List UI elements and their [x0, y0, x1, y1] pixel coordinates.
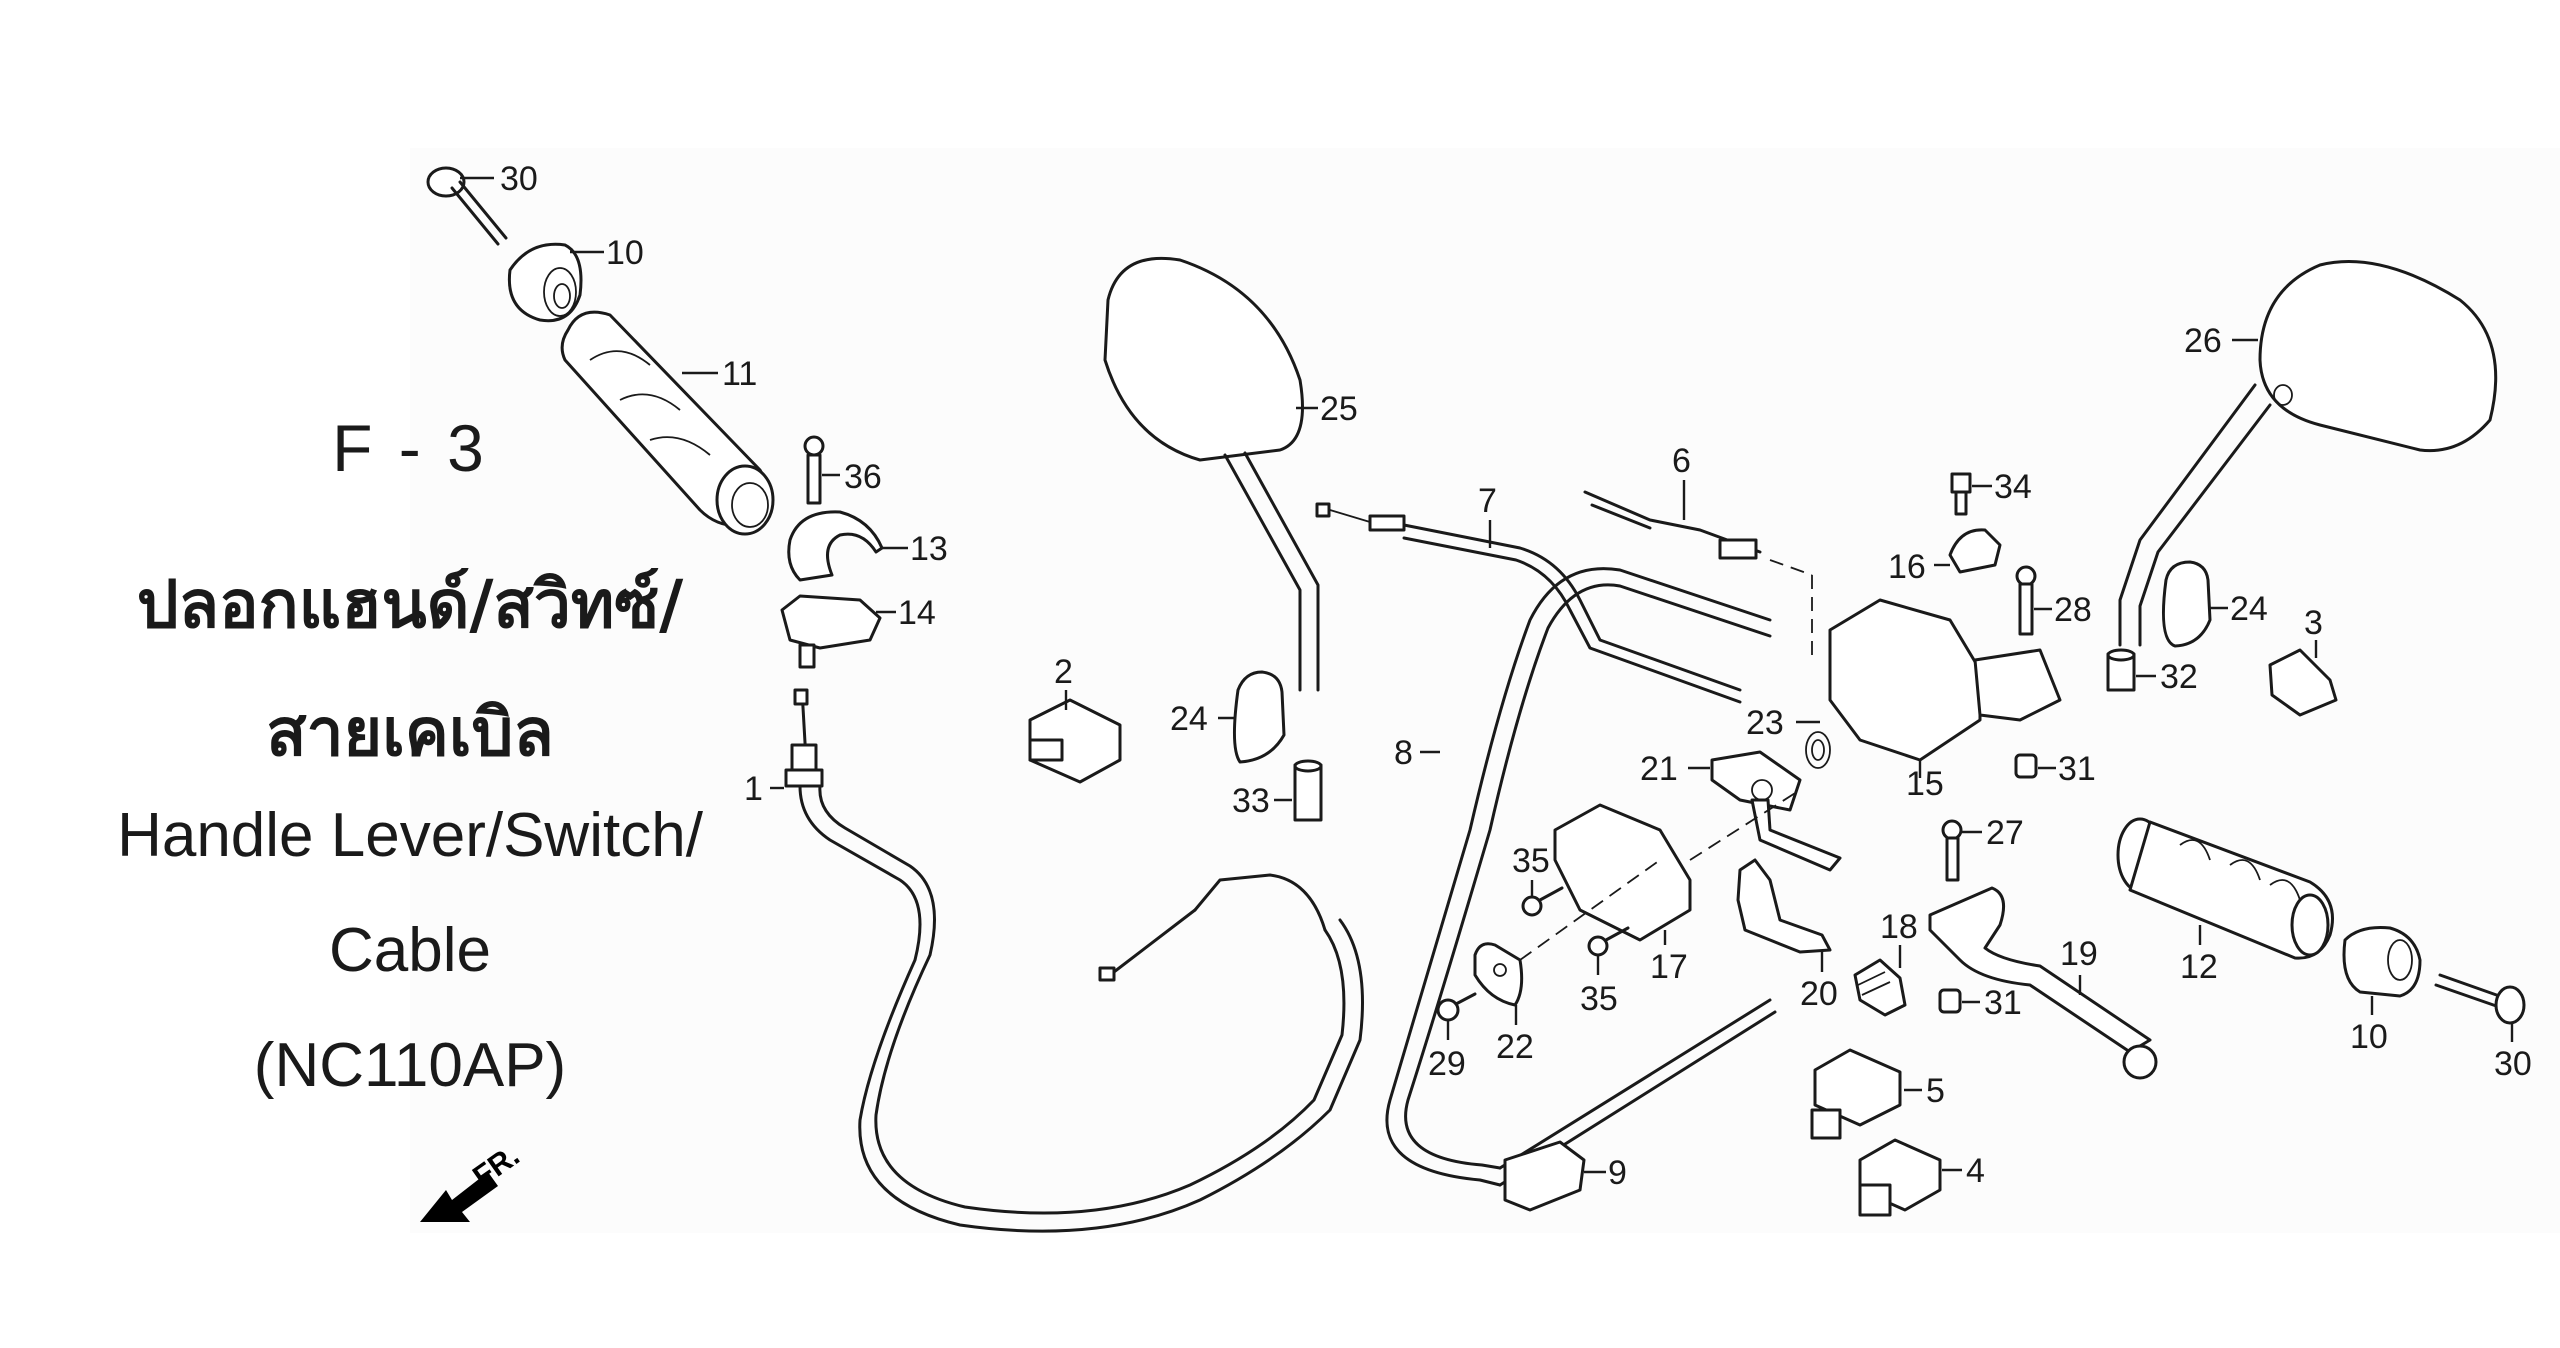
callout-23: 23	[1746, 704, 1784, 742]
part-35-screw-lower[interactable]: 35	[1580, 926, 1630, 1018]
part-15-lever-bracket[interactable]: 15	[1828, 598, 2062, 803]
callout-4: 4	[1966, 1152, 1985, 1190]
callout-17: 17	[1650, 948, 1688, 986]
title-thai-line1: ปลอกแฮนด์/สวิทซ์/	[136, 566, 684, 643]
callout-29: 29	[1428, 1045, 1466, 1083]
part-17-plate[interactable]: 17	[1553, 803, 1692, 986]
part-10-handle-weight-left[interactable]: 10	[507, 234, 644, 323]
part-32-nut[interactable]: 32	[2106, 648, 2198, 696]
part-5-switch[interactable]: 5	[1810, 1048, 1945, 1140]
model-code: (NC110AP)	[253, 1031, 567, 1100]
part-7-cable[interactable]: 7	[1315, 482, 1742, 704]
part-19-lever[interactable]: 19	[1928, 886, 2158, 1080]
callout-24: 24	[2230, 590, 2268, 628]
callout-30: 30	[2494, 1045, 2532, 1083]
callout-34: 34	[1994, 468, 2032, 506]
callout-27: 27	[1986, 814, 2024, 852]
callout-8: 8	[1394, 734, 1413, 772]
part-18-boot[interactable]: 18	[1853, 908, 1918, 1017]
callout-31: 31	[2058, 750, 2096, 788]
callout-35: 35	[1580, 980, 1618, 1018]
callout-10: 10	[2350, 1018, 2388, 1056]
part-27-pivot-bolt[interactable]: 27	[1941, 814, 2024, 882]
part-13-housing[interactable]: 13	[787, 510, 948, 582]
part-31-nut-upper[interactable]: 31	[2014, 750, 2096, 788]
callout-6: 6	[1672, 442, 1691, 480]
callout-26: 26	[2184, 322, 2222, 360]
callout-11: 11	[722, 355, 757, 393]
callout-9: 9	[1608, 1154, 1627, 1192]
part-14-housing-lower[interactable]: 14	[780, 594, 936, 669]
callout-5: 5	[1926, 1072, 1945, 1110]
callout-14: 14	[898, 594, 936, 632]
title-thai-line2: สายเคเบิล	[266, 694, 554, 771]
part-9-joint[interactable]: 9	[1503, 1140, 1627, 1212]
section-code: F - 3	[332, 411, 488, 485]
part-23-spring[interactable]: 23	[1746, 704, 1831, 769]
part-12-right-grip[interactable]: 12	[2116, 817, 2334, 986]
title-english-line1: Handle Lever/Switch/	[117, 801, 703, 870]
callout-3: 3	[2304, 604, 2323, 642]
part-29-screw[interactable]: 29	[1428, 992, 1477, 1083]
callout-2: 2	[1054, 653, 1073, 691]
callout-18: 18	[1880, 908, 1918, 946]
callout-22: 22	[1496, 1028, 1534, 1066]
front-arrow-icon: FR.	[420, 1139, 526, 1222]
part-4-switch[interactable]: 4	[1858, 1138, 1985, 1217]
part-25-left-mirror[interactable]: 25	[1103, 256, 1358, 692]
part-2-switch[interactable]: 2	[1028, 653, 1122, 784]
callout-30: 30	[500, 160, 538, 198]
part-11-left-grip[interactable]: 11	[560, 310, 775, 536]
part-16-holder[interactable]: 16	[1888, 528, 2002, 586]
callout-15: 15	[1906, 765, 1944, 803]
callout-25: 25	[1320, 390, 1358, 428]
title-english-line2: Cable	[329, 916, 491, 985]
part-10-handle-weight-right[interactable]: 10	[2342, 926, 2422, 1057]
part-1-cable[interactable]: 1	[744, 688, 1364, 1233]
part-3-switch[interactable]: 3	[2268, 604, 2338, 717]
part-28-pivot-bolt[interactable]: 28	[2015, 565, 2092, 636]
assembly-line	[1519, 859, 1661, 961]
part-35-screw-upper[interactable]: 35	[1512, 842, 1564, 917]
callout-1: 1	[744, 770, 763, 808]
part-31-nut-lower[interactable]: 31	[1938, 984, 2022, 1022]
assembly-line	[1769, 559, 1813, 576]
part-30-screw-right[interactable]: 30	[2434, 973, 2532, 1083]
callout-7: 7	[1478, 482, 1497, 520]
callout-10: 10	[606, 234, 644, 272]
callout-16: 16	[1888, 548, 1926, 586]
callout-32: 32	[2160, 658, 2198, 696]
part-33-nut[interactable]: 33	[1232, 759, 1323, 822]
part-36-screw[interactable]: 36	[803, 435, 882, 505]
callout-24: 24	[1170, 700, 1208, 738]
callout-35: 35	[1512, 842, 1550, 880]
callout-31: 31	[1984, 984, 2022, 1022]
callout-21: 21	[1640, 750, 1678, 788]
part-24-mirror-boot-left[interactable]: 24	[1170, 670, 1286, 764]
callout-20: 20	[1800, 975, 1838, 1013]
part-21-equalizer[interactable]: 21	[1640, 750, 1842, 872]
part-20-arm[interactable]: 20	[1736, 858, 1838, 1013]
callout-12: 12	[2180, 948, 2218, 986]
part-26-right-mirror[interactable]: 26	[2118, 260, 2498, 647]
part-24-mirror-boot-right[interactable]: 24	[2161, 560, 2268, 648]
part-6-stop-switch[interactable]: 6	[1583, 442, 1762, 560]
part-34-bolt[interactable]: 34	[1950, 468, 2032, 516]
callout-19: 19	[2060, 935, 2098, 973]
callout-13: 13	[910, 530, 948, 568]
callout-28: 28	[2054, 591, 2092, 629]
diagram-panel	[410, 148, 2560, 1233]
part-30-screw-left[interactable]: 30	[426, 160, 538, 246]
part-22-plate[interactable]: 22	[1473, 942, 1534, 1066]
callout-33: 33	[1232, 782, 1270, 820]
callout-36: 36	[844, 458, 882, 496]
